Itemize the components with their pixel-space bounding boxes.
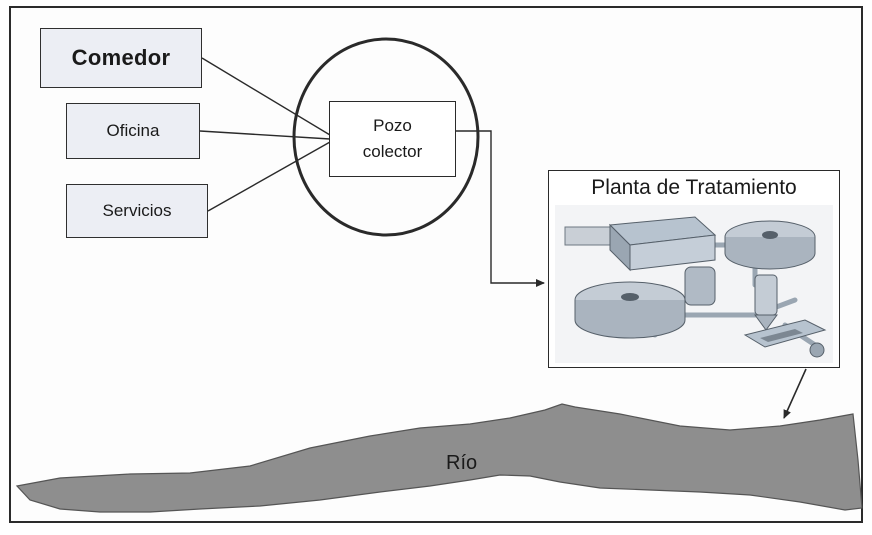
treatment-plant-box: Planta de Tratamiento xyxy=(548,170,840,368)
source-label-oficina: Oficina xyxy=(106,121,160,140)
connector-plant-to-river xyxy=(783,368,807,419)
source-label-comedor: Comedor xyxy=(71,45,171,70)
collector-label-line2: colector xyxy=(362,142,423,161)
collector-label-line1: Pozo xyxy=(373,116,412,135)
source-box-comedor: Comedor xyxy=(40,28,202,88)
source-box-oficina: Oficina xyxy=(66,103,200,159)
connector-servicios xyxy=(207,141,331,212)
treatment-plant-title: Planta de Tratamiento xyxy=(591,176,797,199)
river-shape xyxy=(15,403,863,513)
source-label-servicios: Servicios xyxy=(102,201,172,220)
connector-comedor xyxy=(201,57,331,136)
connector-collector-to-plant xyxy=(456,130,545,287)
river-label: Río xyxy=(446,452,478,474)
collector-box: Pozo colector xyxy=(329,101,456,177)
connector-oficina xyxy=(199,130,331,140)
treatment-plant-illustration xyxy=(555,205,833,363)
source-box-servicios: Servicios xyxy=(66,184,208,238)
